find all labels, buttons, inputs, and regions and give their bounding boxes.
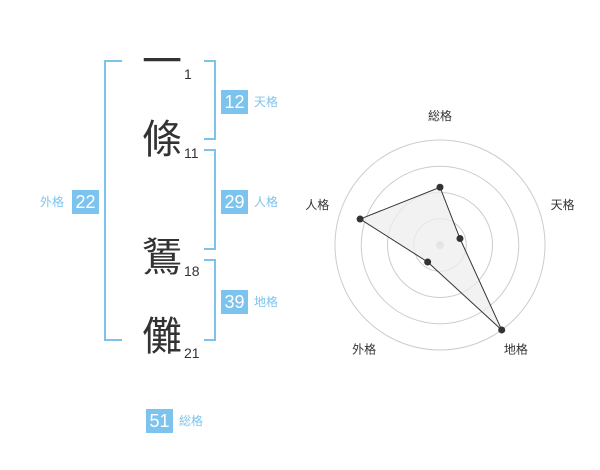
gaikaku-label: 外格 xyxy=(40,195,65,209)
gaikaku-value: 22 xyxy=(72,190,99,214)
tenkaku-label: 天格 xyxy=(254,95,279,109)
radar-point-1 xyxy=(436,183,444,191)
stroke-count-3: 18 xyxy=(184,263,200,279)
radar-point-2 xyxy=(456,235,464,243)
jinkaku-value: 29 xyxy=(221,190,248,214)
chikaku-value: 39 xyxy=(221,290,248,314)
jinkaku-label: 人格 xyxy=(254,195,279,209)
stroke-count-2: 11 xyxy=(184,145,199,161)
radar-data-polygon xyxy=(359,186,503,331)
radar-axis-label-1: 総格 xyxy=(428,110,452,123)
soukaku-label: 総格 xyxy=(179,414,204,428)
jinkaku-bracket xyxy=(204,149,216,250)
stroke-count-4: 21 xyxy=(184,345,200,361)
soukaku-value: 51 xyxy=(146,409,173,433)
tenkaku-value: 12 xyxy=(221,90,248,114)
name-char-1: 一 xyxy=(142,39,182,85)
radar-point-3 xyxy=(498,326,506,334)
radar-grid-ring xyxy=(334,139,546,351)
name-char-2: 條 xyxy=(142,117,182,163)
chikaku-bracket xyxy=(204,259,216,341)
stroke-count-1: 1 xyxy=(184,66,192,82)
radar-axis-label-3: 地格 xyxy=(504,341,528,356)
radar-axis-label-5: 人格 xyxy=(305,197,329,212)
name-char-3: 鵟 xyxy=(142,235,182,281)
chikaku-label: 地格 xyxy=(254,295,279,309)
radar-point-4 xyxy=(424,258,432,266)
name-char-4: 儺 xyxy=(142,314,182,360)
radar-axis-label-2: 天格 xyxy=(551,197,575,212)
radar-point-5 xyxy=(356,215,364,223)
tenkaku-bracket xyxy=(204,60,216,140)
radar-grid-ring xyxy=(360,165,520,325)
gaikaku-bracket xyxy=(104,60,122,341)
radar-axis-label-4: 外格 xyxy=(352,341,376,356)
